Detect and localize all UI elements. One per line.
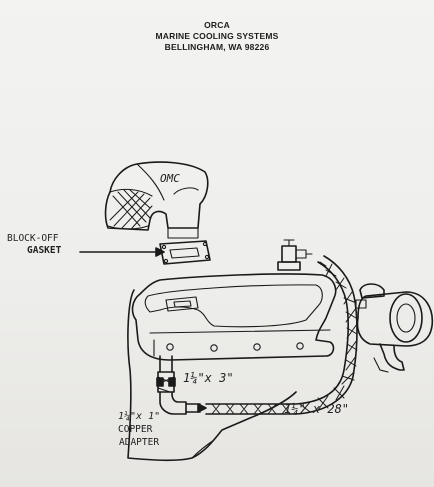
omc-label: OMC: [160, 172, 180, 185]
engine-block-outline: [127, 289, 297, 462]
gasket-arrow: [79, 247, 165, 257]
adapter-label-line2: COPPER: [118, 424, 153, 435]
short-hose: [156, 355, 176, 393]
block-off-label-line1: BLOCK-OFF: [7, 233, 59, 244]
adapter-label-line3: ADAPTER: [119, 437, 160, 448]
block-off-label-line2: GASKET: [27, 245, 62, 256]
copper-adapter: [159, 391, 207, 415]
company-header: ORCA MARINE COOLING SYSTEMS BELLINGHAM, …: [0, 20, 434, 53]
company-address: BELLINGHAM, WA 98226: [164, 42, 270, 52]
block-off-gasket: [159, 240, 211, 265]
adapter-label-line1: 1¼"x 1": [118, 411, 161, 422]
long-hose-label: 1¼" x 28": [284, 402, 350, 416]
long-hose-hatch: [211, 261, 358, 415]
company-subtitle: MARINE COOLING SYSTEMS: [155, 31, 279, 41]
omc-exhaust-elbow: [104, 161, 209, 239]
long-hose: [205, 255, 358, 415]
short-hose-label: 1¼"x 3": [183, 371, 234, 385]
elbow-hatch: [107, 188, 153, 230]
petcock-fitting: [277, 239, 313, 271]
company-name: ORCA: [204, 20, 230, 30]
heat-exchanger: [355, 283, 434, 373]
exhaust-manifold: [131, 273, 337, 361]
